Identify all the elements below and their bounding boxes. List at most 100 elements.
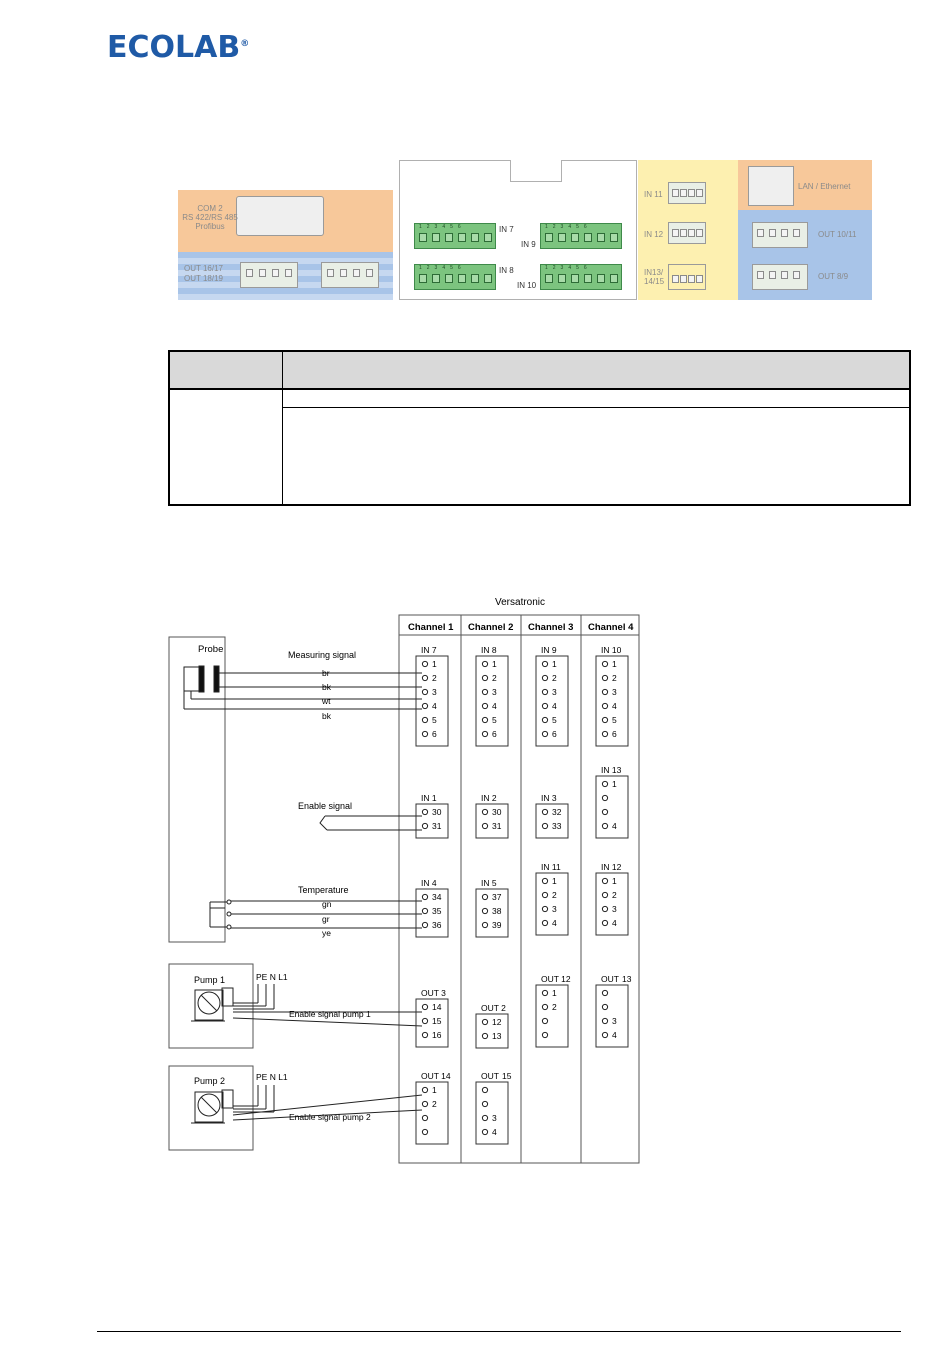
out14-pin-1: 1 <box>432 1085 437 1095</box>
in11-box <box>535 872 569 936</box>
in-top-1-pin-1-contact <box>421 660 429 668</box>
in-top-4-box <box>595 655 629 747</box>
com2-label: COM 2 RS 422/RS 485 Profibus <box>182 204 238 231</box>
in-top-1-box <box>415 655 449 747</box>
temperature-label: Temperature <box>298 885 349 895</box>
in-top-4-pin-5-contact <box>601 716 609 724</box>
out89-label: OUT 8/9 <box>818 272 849 281</box>
in-top-3-pin-6: 6 <box>552 729 557 739</box>
in-enable-1-pin-2: 31 <box>432 821 442 831</box>
out14-pin-2-contact <box>421 1100 429 1108</box>
in12-terminal <box>668 222 706 244</box>
in-enable-2-label: IN 2 <box>481 793 497 803</box>
in12-label: IN 12 <box>644 230 664 239</box>
in13-pin-1: 1 <box>612 779 617 789</box>
in10-label: IN 10 <box>517 281 537 290</box>
in-enable-2-pin-2: 31 <box>492 821 502 831</box>
in-enable-3-pin-1: 32 <box>552 807 562 817</box>
in-top-3-pin-4: 4 <box>552 701 557 711</box>
in-top-4-label: IN 10 <box>601 645 622 655</box>
in-temp-2-pin-1: 37 <box>492 892 502 902</box>
com2-port <box>236 196 324 236</box>
in-top-2-pin-4-contact <box>481 702 489 710</box>
in-enable-2-pin-1: 30 <box>492 807 502 817</box>
in11-pin-3-contact <box>541 905 549 913</box>
in-top-3-label: IN 9 <box>541 645 557 655</box>
in12-pin-1: 1 <box>612 876 617 886</box>
out14-label: OUT 14 <box>421 1071 451 1081</box>
out13-pin-1-contact <box>601 989 609 997</box>
channel-2-header: Channel 2 <box>468 622 513 633</box>
in13-pin-1-contact <box>601 780 609 788</box>
in10-terminal: 123456 <box>540 264 622 290</box>
in-top-2-box <box>475 655 509 747</box>
out3-pin-1-contact <box>421 1003 429 1011</box>
out2-pin-1: 12 <box>492 1017 502 1027</box>
in-top-1-pin-4-contact <box>421 702 429 710</box>
in13-pin-4: 4 <box>612 821 617 831</box>
in13-pin-3-contact <box>601 808 609 816</box>
in-panel: 123456 IN 7 IN 9 123456 123456 IN 8 IN 1… <box>399 160 637 300</box>
in-top-4-pin-5: 5 <box>612 715 617 725</box>
in13-pin-2-contact <box>601 794 609 802</box>
out2-box <box>475 1013 509 1049</box>
in-top-4-pin-4: 4 <box>612 701 617 711</box>
in-top-2-pin-5: 5 <box>492 715 497 725</box>
out1011-label: OUT 10/11 <box>818 230 857 239</box>
in9-label: IN 9 <box>521 240 536 249</box>
in7-terminal: 123456 <box>414 223 496 249</box>
in-temp-1-pin-3: 36 <box>432 920 442 930</box>
logo-registered-mark: ® <box>240 39 250 49</box>
in12-pin-3: 3 <box>612 904 617 914</box>
in-top-3-pin-1: 1 <box>552 659 557 669</box>
table-row-divider <box>282 407 909 408</box>
in-temp-1-label: IN 4 <box>421 878 437 888</box>
out12-box <box>535 984 569 1048</box>
in-top-2-pin-2: 2 <box>492 673 497 683</box>
in-top-3-pin-4-contact <box>541 702 549 710</box>
in-top-1-pin-6: 6 <box>432 729 437 739</box>
in1315-terminal <box>668 264 706 290</box>
in11-pin-1: 1 <box>552 876 557 886</box>
in-top-4-pin-2: 2 <box>612 673 617 683</box>
in-enable-1-box <box>415 803 449 839</box>
out89-terminal <box>752 264 808 290</box>
in-temp-1-pin-3-contact <box>421 921 429 929</box>
out14-pin-2: 2 <box>432 1099 437 1109</box>
versatronic-title: Versatronic <box>495 597 545 608</box>
in-top-1-pin-1: 1 <box>432 659 437 669</box>
in-top-3-box <box>535 655 569 747</box>
in-top-1-pin-4: 4 <box>432 701 437 711</box>
in-enable-1-pin-1: 30 <box>432 807 442 817</box>
out14-pin-4-contact <box>421 1128 429 1136</box>
in-enable-3-pin-2: 33 <box>552 821 562 831</box>
out3-pin-1: 14 <box>432 1002 442 1012</box>
out13-pin-4-contact <box>601 1031 609 1039</box>
out15-pin-3: 3 <box>492 1113 497 1123</box>
out2-pin-2-contact <box>481 1032 489 1040</box>
out1617-terminal <box>240 262 298 288</box>
in1315-label-line2: 14/15 <box>644 277 665 286</box>
in-enable-3-pin-2-contact <box>541 822 549 830</box>
wire-br-label: br <box>322 668 330 678</box>
in-temp-2-pin-3-contact <box>481 921 489 929</box>
out12-pin-3-contact <box>541 1017 549 1025</box>
out14-box <box>415 1081 449 1145</box>
in12-pin-1-contact <box>601 877 609 885</box>
in1315-label-line1: IN13/ <box>644 268 664 277</box>
wire-bk2-label: bk <box>322 711 332 721</box>
in-top-2-pin-1-contact <box>481 660 489 668</box>
in-top-2-pin-3-contact <box>481 688 489 696</box>
out12-pin-4-contact <box>541 1031 549 1039</box>
out-right-panel: OUT 10/11 OUT 8/9 <box>738 210 872 300</box>
in-top-2-pin-5-contact <box>481 716 489 724</box>
out13-label: OUT <box>601 974 619 984</box>
in-panel-notch <box>510 160 562 182</box>
in-top-1-pin-3: 3 <box>432 687 437 697</box>
in-top-1-pin-6-contact <box>421 730 429 738</box>
in-top-3-pin-1-contact <box>541 660 549 668</box>
in-temp-2-box <box>475 888 509 938</box>
out15-pin-1-contact <box>481 1086 489 1094</box>
in11-pin-4: 4 <box>552 918 557 928</box>
